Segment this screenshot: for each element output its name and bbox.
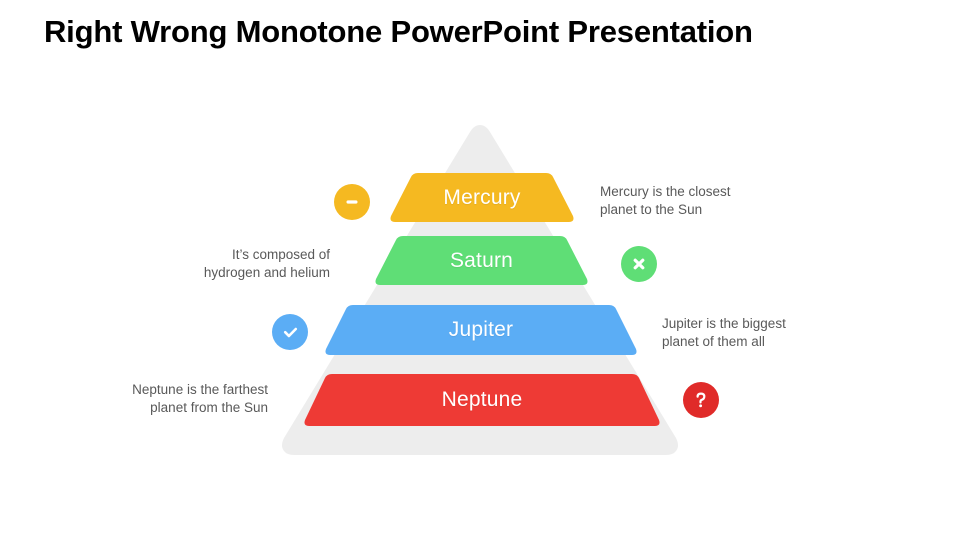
jupiter-caption-line2: planet of them all [662, 333, 765, 349]
mercury-band-shape [390, 173, 574, 222]
saturn-caption-line2: hydrogen and helium [203, 264, 330, 280]
jupiter-band-shape [325, 305, 637, 355]
saturn-band-shape [375, 236, 588, 285]
pyramid-level-neptune[interactable]: Neptune [303, 374, 661, 426]
saturn-caption: It’s composed of hydrogen and helium [150, 246, 330, 281]
neptune-band-shape [304, 374, 660, 426]
slide-title: Right Wrong Monotone PowerPoint Presenta… [44, 14, 753, 49]
question-mark-icon [696, 392, 706, 408]
saturn-badge[interactable] [621, 246, 657, 282]
minus-icon [346, 200, 358, 204]
neptune-caption-line2: planet from the Sun [150, 399, 268, 415]
neptune-caption-line1: Neptune is the farthest [132, 382, 268, 397]
pyramid-backdrop-shape [282, 125, 678, 455]
check-icon [283, 327, 297, 337]
mercury-caption-line2: planet to the Sun [600, 201, 703, 217]
mercury-caption-line1: Mercury is the closest [600, 184, 731, 199]
neptune-caption: Neptune is the farthest planet from the … [85, 381, 268, 416]
jupiter-badge[interactable] [272, 314, 308, 350]
neptune-badge[interactable] [683, 382, 719, 418]
jupiter-caption-line1: Jupiter is the biggest [662, 316, 786, 331]
mercury-badge[interactable] [334, 184, 370, 220]
pyramid-level-mercury[interactable]: Mercury [389, 173, 575, 222]
close-x-icon [633, 258, 645, 270]
saturn-caption-line1: It’s composed of [231, 247, 330, 262]
mercury-caption: Mercury is the closest planet to the Sun [600, 183, 810, 218]
pyramid-level-jupiter[interactable]: Jupiter [324, 305, 638, 355]
pyramid-level-saturn[interactable]: Saturn [374, 236, 589, 285]
jupiter-caption: Jupiter is the biggest planet of them al… [662, 315, 872, 350]
